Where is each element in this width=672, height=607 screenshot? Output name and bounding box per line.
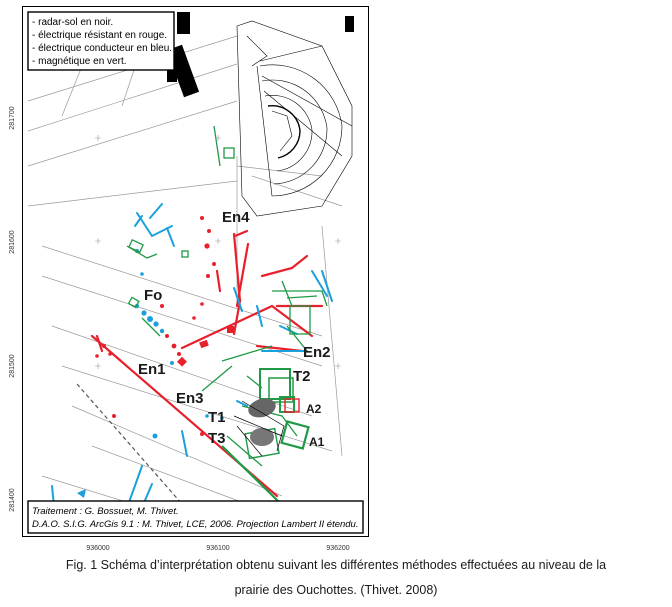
label-en2: En2 [303,344,331,361]
caption-line-1: Fig. 1 Schéma d’interprétation obtenu su… [65,558,607,572]
legend-conductor: - électrique conducteur en bleu. [32,43,172,54]
survey-map: En4 Fo En2 En1 T2 En3 A2 T1 T3 A1 - rada… [22,6,369,537]
interpretation-map: En4 Fo En2 En1 T2 En3 A2 T1 T3 A1 - rada… [22,6,369,537]
label-en1: En1 [138,361,166,378]
x-tick-936000: 936000 [86,545,109,552]
roman-theatre [236,20,353,217]
y-tick-281600: 281600 [9,230,16,253]
label-a1: A1 [309,435,325,449]
map-credits: Traitement : G. Bossuet, M. Thivet. D.A.… [27,500,364,534]
label-t3: T3 [208,430,226,447]
radar-building-blocks [166,12,354,98]
label-en3: En3 [176,390,204,407]
legend-resistant: - électrique résistant en rouge. [32,30,167,41]
resistant-points [95,216,234,436]
map-border [22,6,369,537]
x-tick-936200: 936200 [326,545,349,552]
figure-caption: Fig. 1 Schéma d’interprétation obtenu su… [0,553,672,603]
dashed-boundary [76,383,183,505]
label-fo: Fo [144,287,162,304]
y-tick-281500: 281500 [9,354,16,377]
radar-anomaly-t1 [233,398,285,457]
legend-magnetic: - magnétique en vert. [32,56,127,67]
label-en4: En4 [222,209,250,226]
credits-processing: Traitement : G. Bossuet, M. Thivet. [32,506,179,517]
label-t1: T1 [208,409,226,426]
y-tick-281400: 281400 [9,488,16,511]
credits-dao: D.A.O. S.I.G. ArcGis 9.1 : M. Thivet, LC… [32,519,358,530]
caption-line-2: prairie des Ouchottes. (Thivet. 2008) [234,583,438,597]
legend-radar: - radar-sol en noir. [32,17,113,28]
y-tick-281700: 281700 [9,106,16,129]
x-tick-936100: 936100 [206,545,229,552]
label-t2: T2 [293,368,311,385]
grid-crosses [95,135,341,369]
label-a2: A2 [306,402,322,416]
map-legend: - radar-sol en noir. - électrique résist… [27,11,175,71]
a2-outline [284,398,300,413]
